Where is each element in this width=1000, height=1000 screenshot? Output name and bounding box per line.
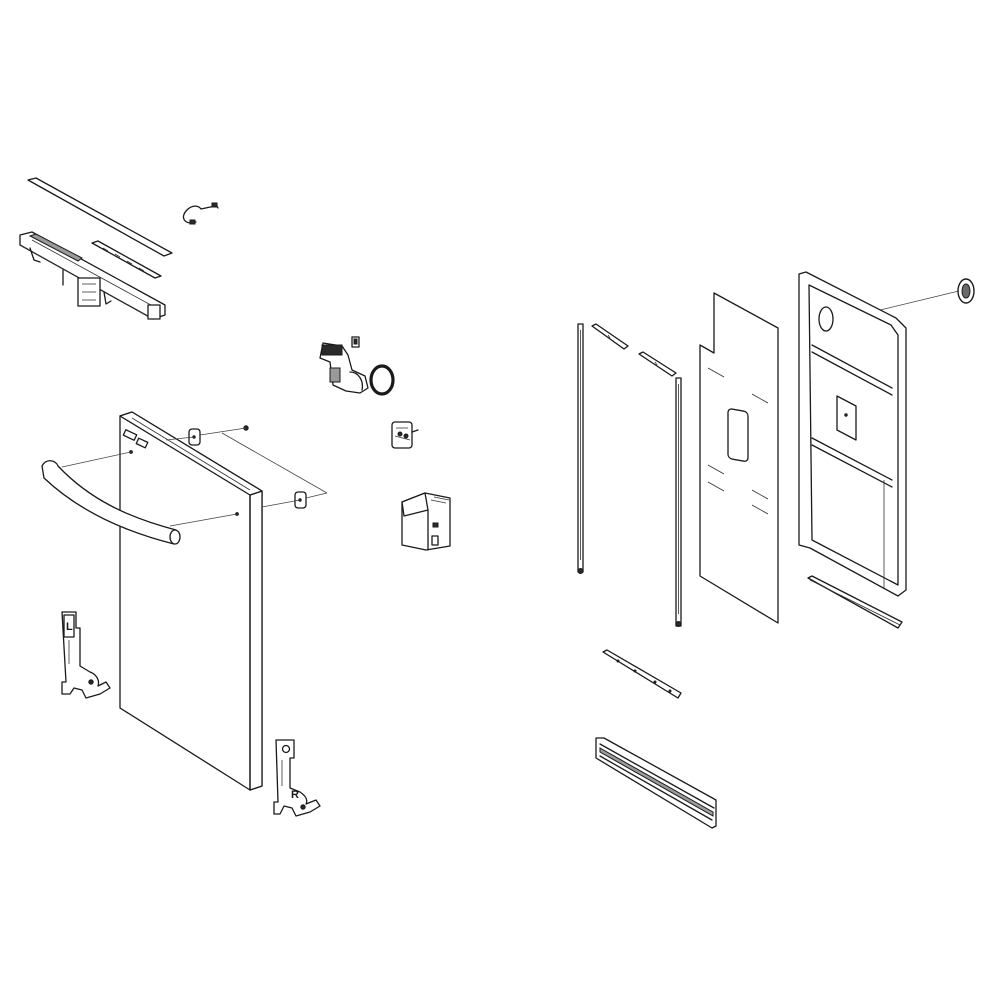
hinge-left-stamp: L	[66, 621, 73, 633]
hinge-left: L	[61, 611, 111, 699]
control-panel-console	[19, 231, 166, 320]
handle-spacer-bottom	[294, 491, 307, 509]
user-interface-overlay	[91, 240, 162, 279]
handle-spacer-top	[188, 428, 201, 446]
outer-door-panel	[119, 411, 263, 791]
hinge-right: R	[273, 739, 321, 817]
top-bracket-right	[638, 351, 677, 377]
door-insulation-sheet	[699, 292, 779, 624]
inner-door-liner	[798, 271, 907, 597]
wire-harness	[182, 202, 219, 225]
latch-switch	[351, 336, 360, 348]
vent-cap	[957, 278, 975, 304]
side-trim-rail-right	[675, 377, 682, 627]
rinse-aid-indicator	[391, 421, 419, 449]
vent-gasket-ring	[369, 364, 395, 396]
door-latch-assembly	[319, 342, 369, 394]
side-trim-rail-left	[577, 323, 584, 574]
door-bottom-seal	[807, 575, 903, 629]
console-trim-strip	[27, 177, 173, 257]
mounting-bracket	[602, 649, 682, 699]
hinge-right-stamp: R	[291, 789, 299, 801]
top-bracket-left	[591, 323, 629, 350]
dispenser-module	[401, 492, 451, 551]
kick-plate-channel	[595, 737, 717, 829]
door-handle	[41, 460, 181, 545]
leader-lines	[61, 289, 964, 527]
